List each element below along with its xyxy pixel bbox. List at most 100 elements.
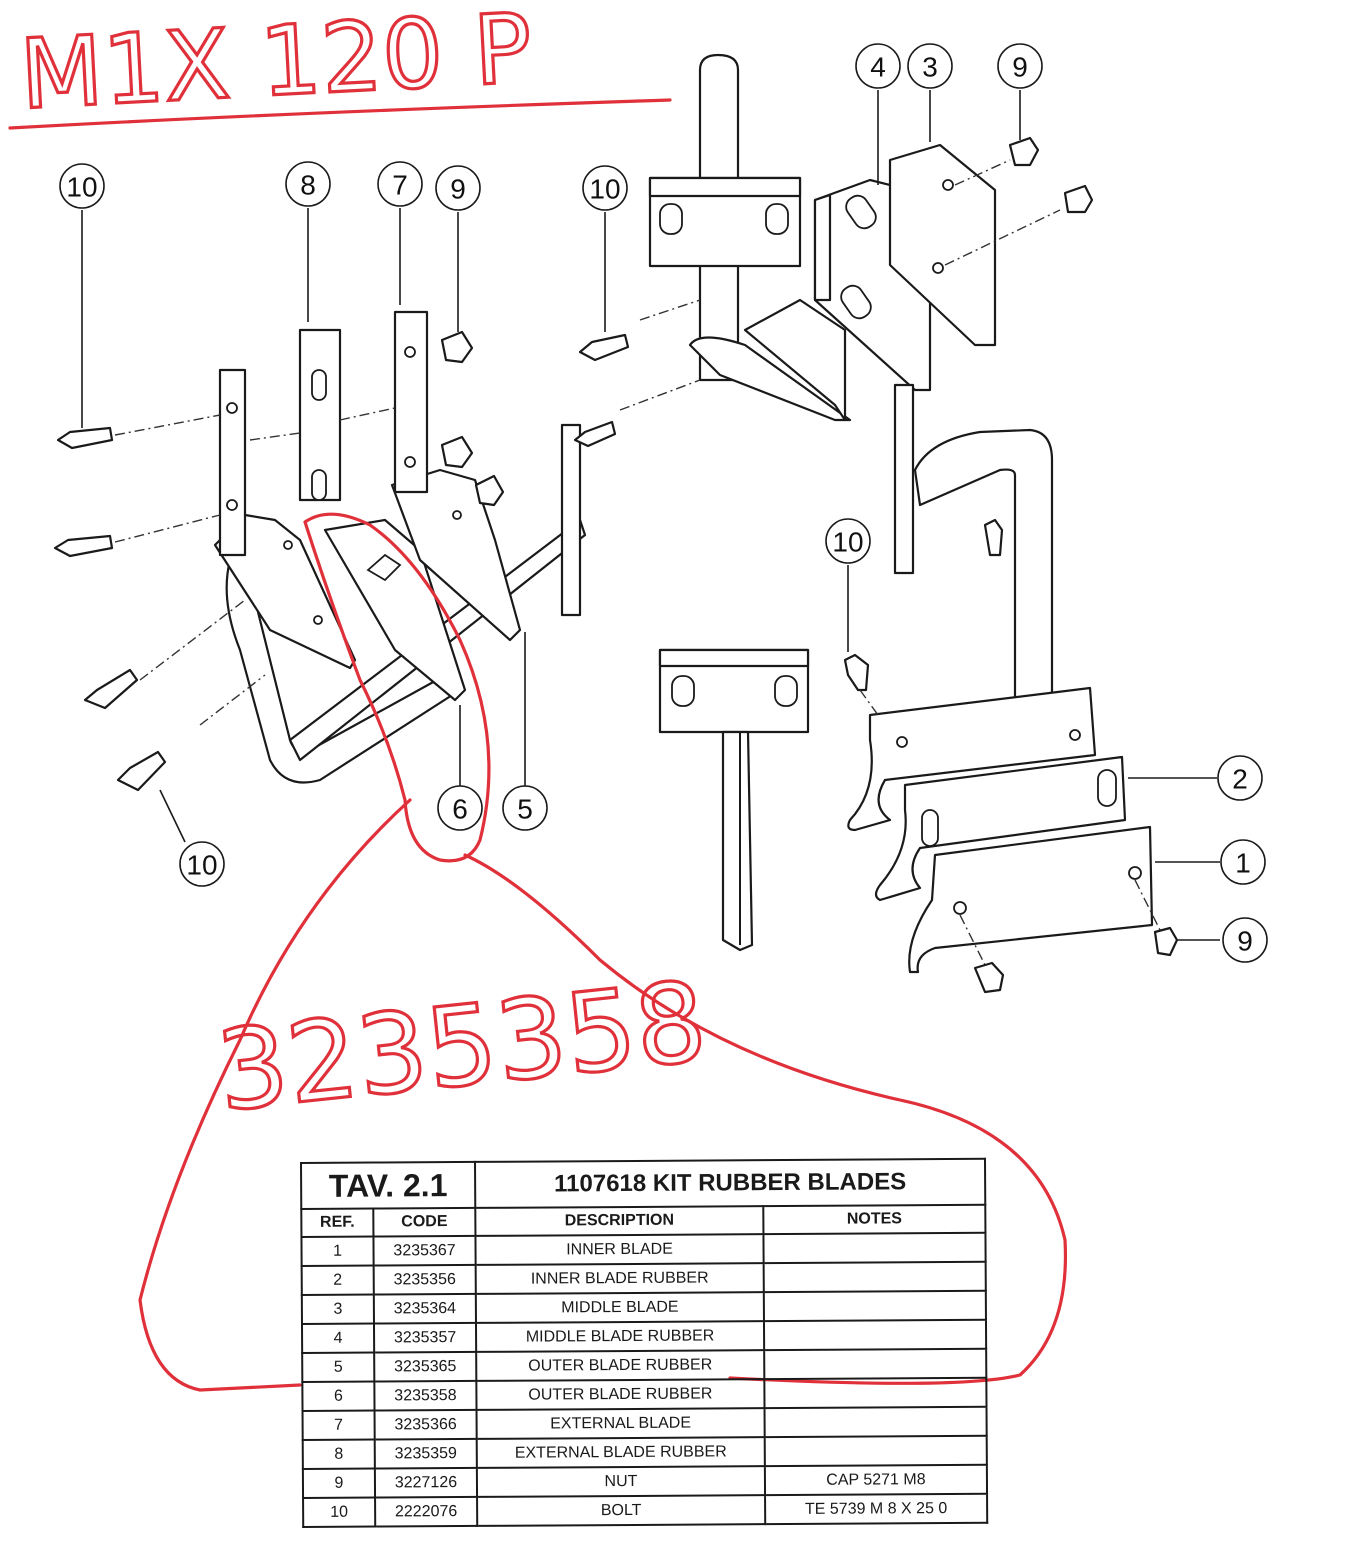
cell-code: 3235358 (374, 1380, 477, 1411)
balloon-ref-9-left: 9 (435, 165, 481, 211)
cell-description: INNER BLADE (475, 1234, 764, 1265)
cell-ref: 4 (301, 1323, 375, 1353)
balloon-ref-9-top: 9 (997, 43, 1043, 89)
left-frame-assembly (114, 310, 587, 784)
cell-description: OUTER BLADE RUBBER (476, 1350, 765, 1381)
cell-ref: 6 (302, 1381, 375, 1411)
balloon-ref-10-center: 10 (582, 165, 628, 211)
leader-lines (81, 90, 1220, 941)
parts-list-table: TAV. 2.1 1107618 KIT RUBBER BLADES REF. … (300, 1158, 988, 1528)
header-description: DESCRIPTION (475, 1206, 764, 1236)
cell-notes (764, 1377, 987, 1409)
bolts-nuts-right (843, 653, 1179, 994)
cell-description: EXTERNAL BLADE RUBBER (476, 1437, 765, 1468)
cell-code: 3235357 (373, 1322, 477, 1353)
svg-text:4: 4 (870, 52, 886, 83)
header-code: CODE (373, 1207, 476, 1237)
part-balloons: 10 8 7 9 10 4 3 9 10 6 5 10 2 1 9 (59, 43, 1268, 963)
balloon-ref-8: 8 (285, 161, 331, 207)
table-title-row: TAV. 2.1 1107618 KIT RUBBER BLADES (301, 1158, 986, 1209)
svg-text:9: 9 (1012, 52, 1028, 83)
cell-ref: 8 (302, 1439, 375, 1469)
balloon-ref-5: 5 (502, 785, 548, 831)
balloon-ref-9-bottom: 9 (1222, 917, 1268, 963)
lower-clamp (658, 648, 810, 952)
balloon-ref-2: 2 (1217, 755, 1263, 801)
cell-description: MIDDLE BLADE (475, 1292, 764, 1323)
cell-code: 3227126 (374, 1467, 478, 1498)
cell-description: OUTER BLADE RUBBER (476, 1379, 765, 1410)
cell-ref: 10 (303, 1497, 376, 1527)
cell-ref: 1 (301, 1236, 374, 1266)
svg-text:8: 8 (300, 170, 316, 201)
svg-text:10: 10 (66, 172, 97, 203)
cell-ref: 2 (301, 1265, 374, 1295)
svg-text:10: 10 (832, 527, 863, 558)
cell-notes (763, 1319, 987, 1351)
svg-text:1: 1 (1235, 848, 1251, 879)
svg-text:9: 9 (1237, 926, 1253, 957)
cell-ref: 3 (301, 1294, 374, 1324)
cell-notes (764, 1435, 987, 1467)
cell-notes (763, 1261, 986, 1293)
balloon-ref-3: 3 (907, 43, 953, 89)
svg-text:7: 7 (392, 170, 408, 201)
svg-text:10: 10 (186, 850, 217, 881)
cell-ref: 9 (302, 1468, 376, 1498)
cell-code: 3235356 (373, 1264, 476, 1295)
svg-text:10: 10 (589, 174, 620, 205)
header-notes: NOTES (763, 1204, 986, 1235)
cell-code: 3235364 (373, 1293, 476, 1324)
handwritten-code: 3235358 (211, 957, 712, 1136)
table-kit-title: 1107618 KIT RUBBER BLADES (475, 1158, 986, 1208)
cell-notes (764, 1348, 987, 1380)
part-2-inner-blade-rubber (847, 686, 1097, 832)
handwritten-title: M1X 120 P (17, 0, 534, 131)
cell-code: 3235359 (374, 1438, 477, 1469)
cell-code: 3235365 (374, 1351, 477, 1382)
balloon-ref-7: 7 (377, 161, 423, 207)
svg-text:9: 9 (450, 174, 466, 205)
cell-code: 3235366 (374, 1409, 477, 1440)
part-3-middle-blade (888, 143, 1061, 347)
right-frame-assembly (893, 383, 1054, 702)
handwritten-annotations: M1X 120 P 3235358 (8, 0, 1068, 1392)
title-underline (8, 98, 672, 130)
cell-notes (764, 1406, 987, 1438)
cell-description: INNER BLADE RUBBER (475, 1263, 764, 1294)
balloon-ref-6: 6 (437, 785, 483, 831)
cell-notes: CAP 5271 M8 (764, 1464, 988, 1496)
cell-ref: 5 (302, 1352, 375, 1382)
cell-description: NUT (476, 1466, 766, 1497)
cell-description: MIDDLE BLADE RUBBER (475, 1321, 765, 1352)
cell-notes: TE 5739 M 8 X 25 0 (765, 1493, 988, 1525)
bolts-left (53, 333, 630, 792)
center-post-assembly (619, 53, 852, 422)
big-loop-to-table (138, 798, 1068, 1392)
header-ref: REF. (301, 1208, 374, 1237)
balloon-ref-10-right: 10 (825, 518, 871, 564)
svg-text:2: 2 (1232, 764, 1248, 795)
cell-ref: 7 (302, 1410, 375, 1440)
cell-code: 2222076 (375, 1496, 478, 1527)
balloon-ref-4: 4 (855, 43, 901, 89)
balloon-ref-1: 1 (1220, 839, 1266, 885)
svg-text:6: 6 (452, 794, 468, 825)
highlight-loop-part-6 (303, 512, 491, 863)
table-sheet-number: TAV. 2.1 (301, 1161, 476, 1209)
nuts-left (440, 330, 505, 507)
svg-text:5: 5 (517, 794, 533, 825)
svg-text:3: 3 (922, 52, 938, 83)
balloon-ref-10-top-left: 10 (59, 163, 105, 209)
